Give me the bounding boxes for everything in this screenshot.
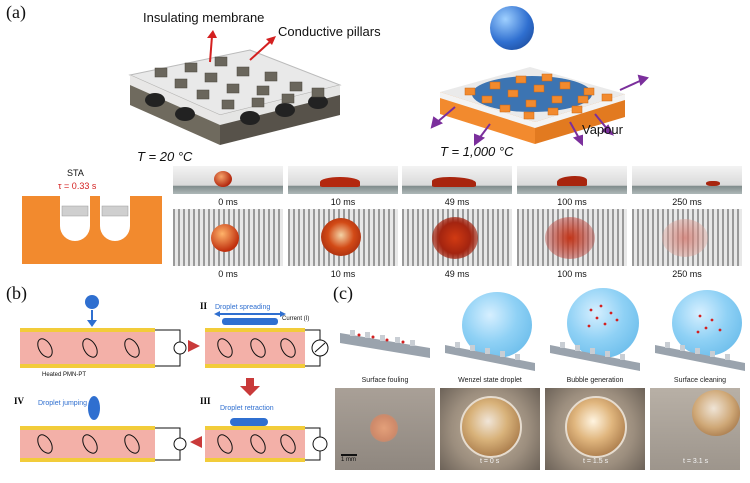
- cell-i: [20, 295, 187, 368]
- caption-surface-cleaning: Surface cleaning: [673, 377, 727, 384]
- falling-droplet: [490, 6, 534, 50]
- time-label: 0 ms: [218, 197, 238, 207]
- vapour-label: Vapour: [582, 122, 623, 137]
- conductive-pillars-label: Conductive pillars: [278, 24, 381, 39]
- temperature-left-label: T = 20 °C: [137, 149, 193, 164]
- temperature-right-label: T = 1,000 °C: [440, 144, 514, 159]
- scale-bar-label: 1 mm: [341, 457, 356, 463]
- droplet: [321, 218, 361, 256]
- time-label: 10 ms: [330, 269, 356, 279]
- insulating-membrane-block: [128, 30, 342, 145]
- caption-bubble-generation: Bubble generation: [566, 377, 624, 384]
- top-frame-250ms: [632, 209, 742, 266]
- droplet: [432, 217, 478, 259]
- panel-b-label: (b): [6, 283, 27, 303]
- time-label-0s: t = 0 s: [480, 458, 500, 465]
- sta-cross-section: [22, 196, 162, 264]
- top-frame-100ms: [517, 209, 627, 266]
- droplet: [545, 217, 595, 259]
- side-frame-0ms: [173, 166, 283, 194]
- droplet: [557, 176, 587, 186]
- cell-iv: [20, 396, 187, 462]
- caption-wenzel-state: Wenzel state droplet: [458, 377, 522, 384]
- scale-bar: [341, 454, 357, 456]
- stage-iii-label: III: [200, 396, 211, 406]
- side-frame-250ms: [632, 166, 742, 194]
- panel-c-label: (c): [333, 283, 353, 303]
- surface-cleaning-surface: [655, 342, 745, 371]
- droplet: [320, 177, 360, 187]
- heated-pmn-pt-label: Heated PMN-PT: [42, 372, 87, 378]
- top-frame-10ms: [288, 209, 398, 266]
- tau-label: τ = 0.33 s: [58, 181, 97, 191]
- top-frame-0ms: [173, 209, 283, 266]
- droplet: [214, 171, 232, 187]
- photo-bubble-generation: t = 1.5 s: [545, 388, 645, 470]
- droplet-retraction-label: Droplet retraction: [220, 405, 274, 412]
- time-label: 100 ms: [557, 269, 587, 279]
- surface-cleaning-red-dots: [696, 314, 722, 334]
- droplet-spreading-label: Droplet spreading: [215, 304, 271, 311]
- side-frame-100ms: [517, 166, 627, 194]
- time-label: 250 ms: [672, 269, 702, 279]
- top-frame-49ms: [402, 209, 512, 266]
- time-label: 49 ms: [444, 197, 470, 207]
- time-label: 10 ms: [330, 197, 356, 207]
- side-frame-49ms: [402, 166, 512, 194]
- cell-ii: [205, 311, 329, 368]
- droplet: [692, 390, 740, 436]
- droplet: [460, 396, 522, 458]
- time-label: 100 ms: [557, 197, 587, 207]
- droplet: [211, 224, 239, 252]
- fouling-spot: [370, 414, 398, 442]
- time-label-3-1s: t = 3.1 s: [683, 458, 709, 465]
- photo-surface-fouling: 1 mm: [335, 388, 435, 470]
- time-label: 250 ms: [672, 197, 702, 207]
- photo-surface-cleaning: t = 3.1 s: [650, 388, 740, 470]
- current-label: Current (I): [282, 316, 310, 322]
- droplet: [432, 177, 476, 187]
- time-label: 0 ms: [218, 269, 238, 279]
- side-frame-10ms: [288, 166, 398, 194]
- insulating-membrane-label: Insulating membrane: [143, 10, 265, 25]
- droplet: [662, 219, 708, 257]
- time-label-1-5s: t = 1.5 s: [583, 458, 609, 465]
- wenzel-surface: [445, 342, 535, 371]
- droplet: [706, 181, 720, 186]
- caption-surface-fouling: Surface fouling: [361, 377, 409, 384]
- sta-label: STA: [67, 168, 84, 178]
- bubble-generation-surface: [550, 342, 640, 371]
- heated-surface-block: [430, 67, 649, 147]
- time-label: 49 ms: [444, 269, 470, 279]
- cell-iii: [205, 418, 328, 462]
- stage-ii-label: II: [200, 301, 208, 311]
- droplet: [565, 396, 627, 458]
- photo-wenzel-state: t = 0 s: [440, 388, 540, 470]
- stage-iv-label: IV: [14, 396, 25, 406]
- bubble-generation-red-dots: [587, 304, 619, 328]
- panel-b-schematic: [20, 295, 329, 462]
- panel-a-label: (a): [6, 2, 26, 22]
- surface-fouling-schematic: [340, 330, 430, 358]
- droplet-jumping-label: Droplet jumping: [38, 400, 88, 407]
